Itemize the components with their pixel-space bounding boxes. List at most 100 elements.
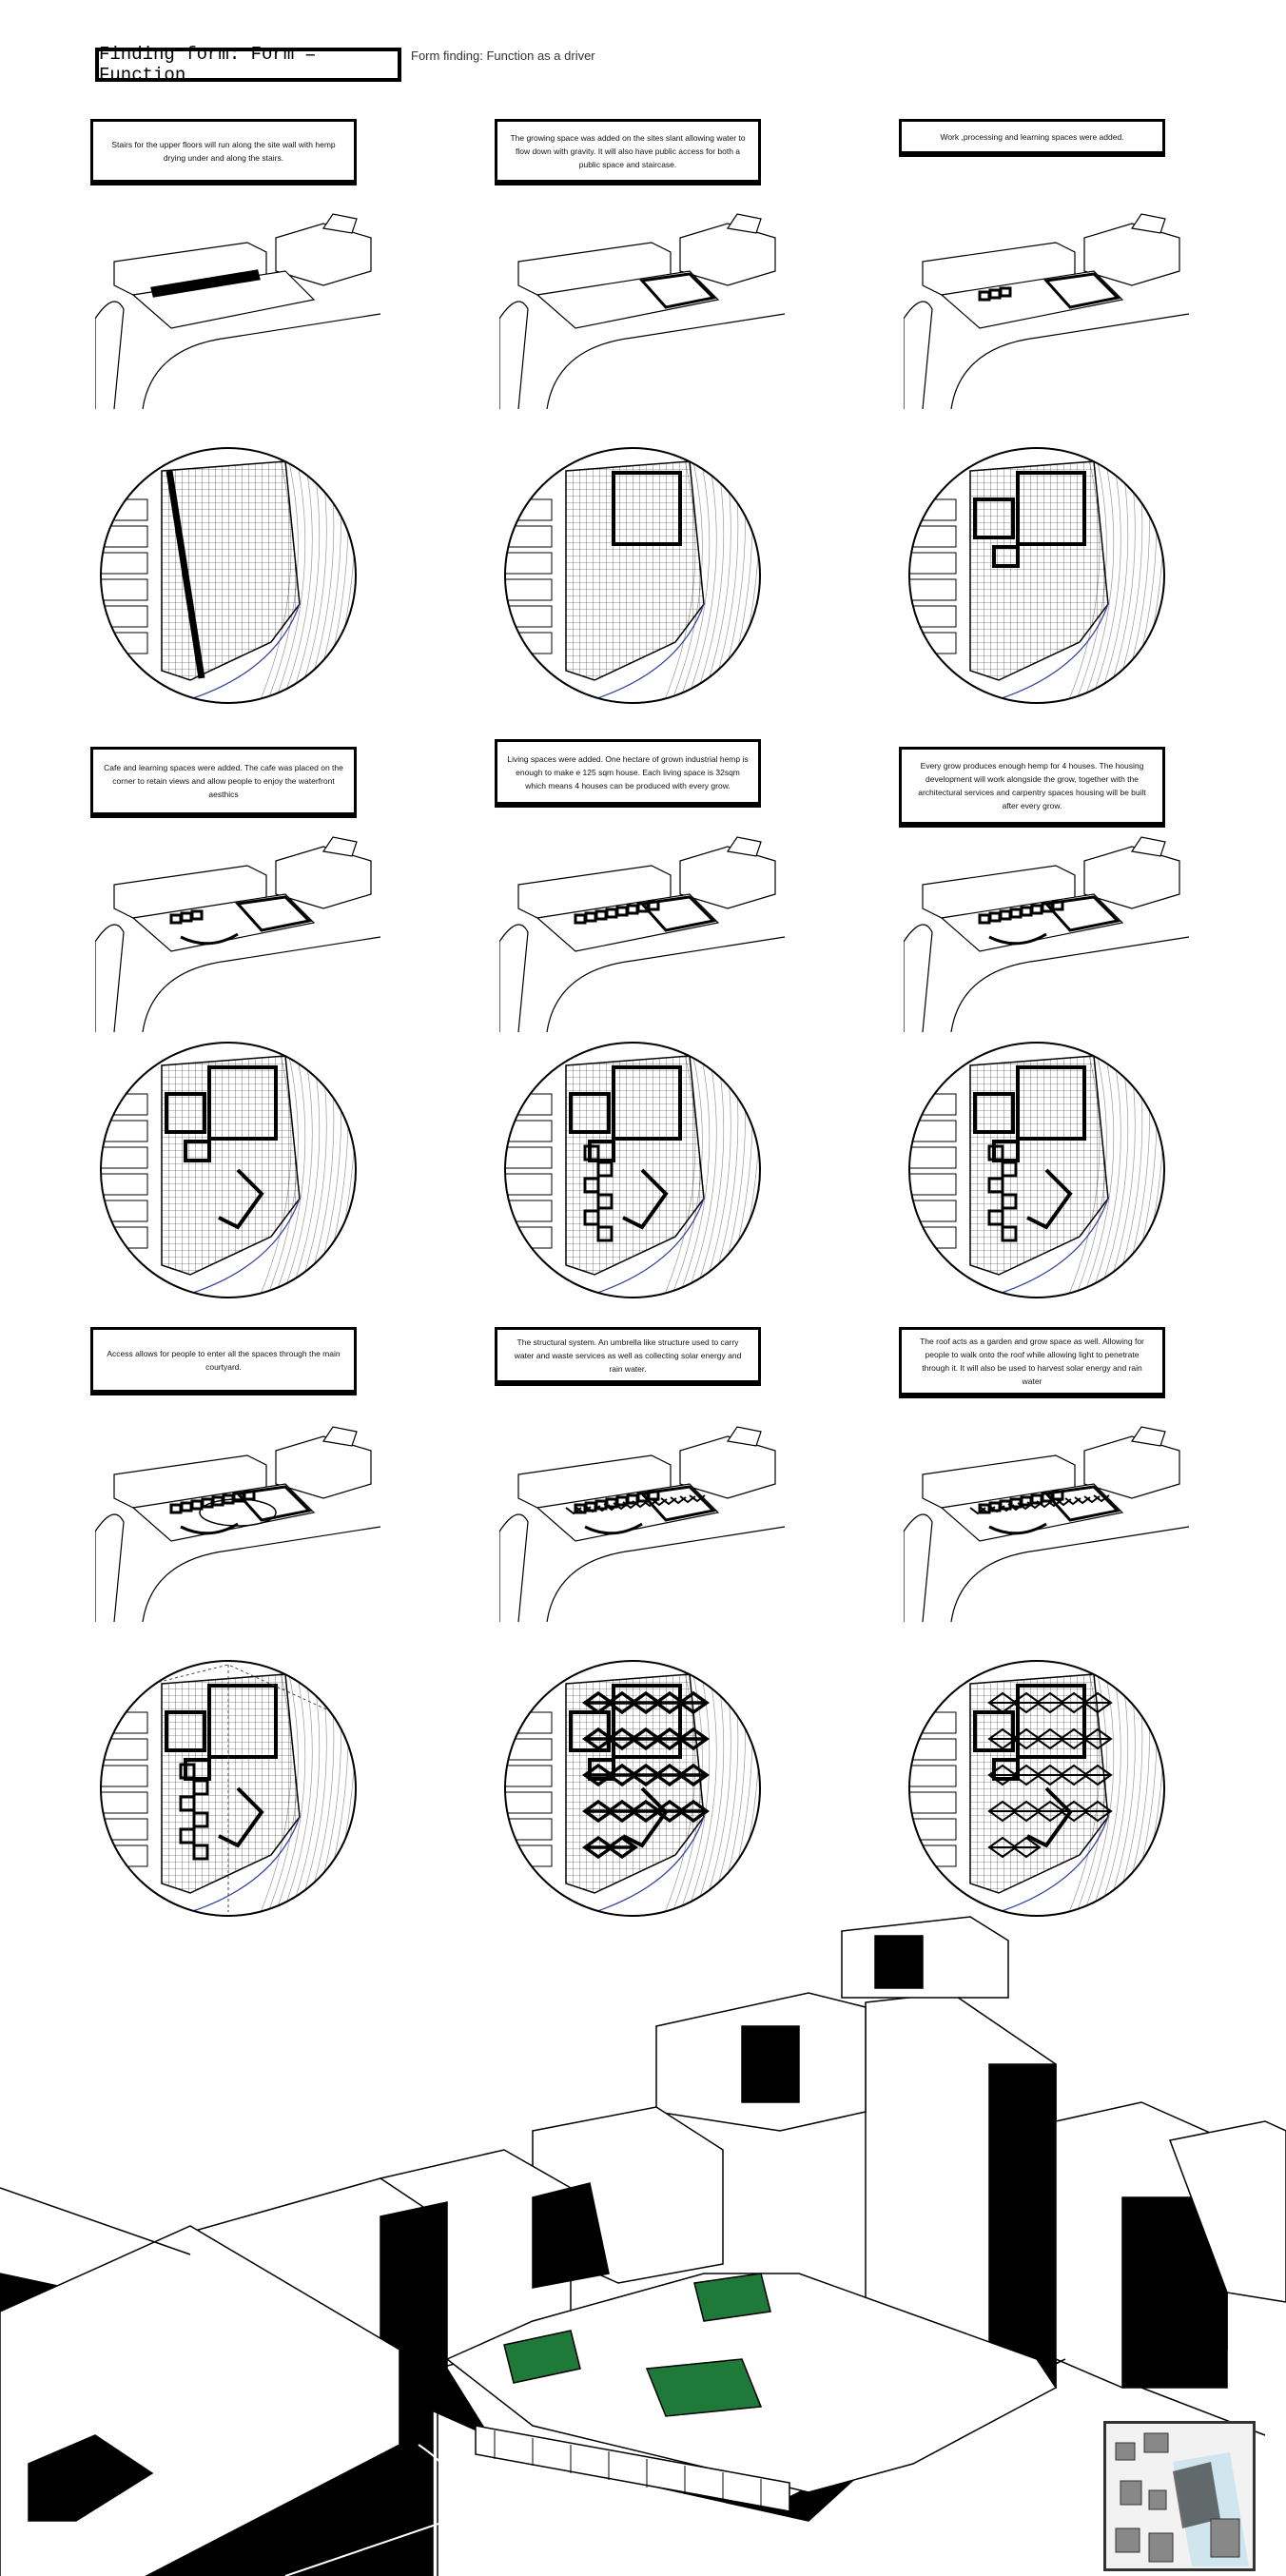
step-axonometric: [95, 213, 381, 409]
plan-circle-frame: [100, 447, 357, 704]
step-site-plan-circle: [504, 447, 761, 704]
plan-umbrella-node: [676, 1799, 711, 1824]
axon-road-curve: [950, 936, 1190, 1032]
roof-garden-1: [503, 2330, 581, 2384]
axon-structure-member: [1093, 1494, 1110, 1503]
contour-line: [1110, 1043, 1143, 1298]
neighbour-building: [101, 578, 148, 601]
plan-learning-space: [588, 1758, 615, 1781]
axon-building-cluster: [679, 1435, 776, 1499]
plan-living-unit: [1001, 1193, 1018, 1210]
neighbour-building: [909, 1146, 957, 1169]
plan-living-unit: [192, 1844, 209, 1861]
plan-living-unit: [987, 1177, 1004, 1194]
neighbour-building: [101, 1844, 148, 1867]
plan-learning-space: [588, 1140, 615, 1162]
neighbour-building: [909, 1120, 957, 1142]
axon-road-curve: [546, 1526, 786, 1622]
axon-cafe: [988, 932, 1047, 946]
waterfront-line: [189, 1198, 301, 1295]
contour-line: [721, 1661, 753, 1916]
plan-umbrella-node: [1082, 1727, 1113, 1750]
step-site-plan-circle: [100, 1660, 357, 1917]
contour-line: [1125, 1043, 1158, 1298]
plan-cafe: [1026, 1168, 1073, 1230]
waterfront-line: [189, 603, 301, 700]
axon-road-edge: [95, 1513, 125, 1622]
contour-line: [721, 448, 753, 703]
contour-line: [1110, 1661, 1143, 1916]
step-site-plan-circle: [504, 1660, 761, 1917]
neighbour-building: [101, 1738, 148, 1761]
contour-line: [324, 448, 356, 703]
step-site-plan-circle: [908, 447, 1165, 704]
contour-line: [1133, 1661, 1164, 1916]
building-ne-shadow: [741, 2025, 800, 2103]
contour-line: [1110, 448, 1143, 703]
neighbour-building: [909, 1765, 957, 1787]
axon-cafe: [180, 932, 239, 946]
axon-building-cluster: [275, 223, 372, 286]
plan-circle-frame: [908, 1042, 1165, 1298]
plan-umbrella-node: [676, 1727, 711, 1751]
plan-step-additions: [165, 1065, 278, 1230]
axon-road-curve: [950, 313, 1190, 409]
contour-line: [706, 1043, 739, 1298]
step-caption: Stairs for the upper floors will run alo…: [90, 119, 357, 185]
plan-circle-frame: [908, 1660, 1165, 1917]
contour-line: [1133, 448, 1164, 703]
plan-cafe: [1026, 1786, 1073, 1848]
plan-growing-space: [1016, 471, 1086, 546]
contour-line: [675, 1043, 711, 1298]
neighbour-building: [505, 1146, 553, 1169]
site-grid: [161, 1673, 301, 1894]
contour-line: [1125, 448, 1158, 703]
plan-living-unit: [596, 1161, 614, 1178]
neighbour-building: [101, 1200, 148, 1222]
axon-road-curve: [950, 1526, 1190, 1622]
step-site-plan-circle: [100, 447, 357, 704]
waterfront-line: [998, 1198, 1109, 1295]
axon-road-curve: [546, 313, 786, 409]
site-grid: [969, 1055, 1109, 1276]
axon-step-additions: [150, 269, 261, 298]
contour-line: [729, 1043, 760, 1298]
contour-line: [317, 448, 349, 703]
axon-road-curve: [142, 313, 381, 409]
axon-step-additions: [565, 1485, 717, 1535]
plan-circle-frame: [100, 1042, 357, 1298]
neighbour-building: [505, 1844, 553, 1867]
contour-line: [317, 1661, 349, 1916]
neighbour-building: [505, 1738, 553, 1761]
axon-module: [999, 286, 1012, 298]
neighbour-building: [101, 1765, 148, 1787]
foreground-courtyard: [28, 2434, 154, 2522]
axon-site-plane: [536, 270, 720, 329]
contour-line: [302, 1661, 335, 1916]
neighbour-building: [101, 1791, 148, 1814]
plan-learning-space: [992, 545, 1020, 568]
step-axonometric: [95, 836, 381, 1032]
neighbour-building: [909, 1844, 957, 1867]
neighbour-building: [909, 1200, 957, 1222]
roof-garden-2: [693, 2273, 771, 2322]
axon-road-edge: [904, 301, 933, 409]
site-grid: [969, 1673, 1109, 1894]
plan-living-unit: [987, 1209, 1004, 1226]
plan-growing-space: [1016, 1684, 1086, 1759]
plan-step-additions: [166, 470, 205, 679]
contour-line: [721, 1043, 753, 1298]
neighbour-building: [505, 525, 553, 548]
foreground-curved-edge: [284, 2444, 458, 2576]
plan-learning-space: [992, 1140, 1020, 1162]
plan-cafe: [218, 1786, 264, 1848]
plan-access-lines: [113, 1664, 334, 1912]
plan-living-unit: [1001, 1225, 1018, 1242]
neighbour-building: [909, 1818, 957, 1841]
axon-building-cluster: [275, 1435, 372, 1499]
axon-building-top: [322, 836, 358, 857]
contour-line: [302, 1043, 335, 1298]
axon-road-edge: [95, 924, 125, 1032]
neighbour-building: [505, 1200, 553, 1222]
neighbour-building: [909, 605, 957, 628]
